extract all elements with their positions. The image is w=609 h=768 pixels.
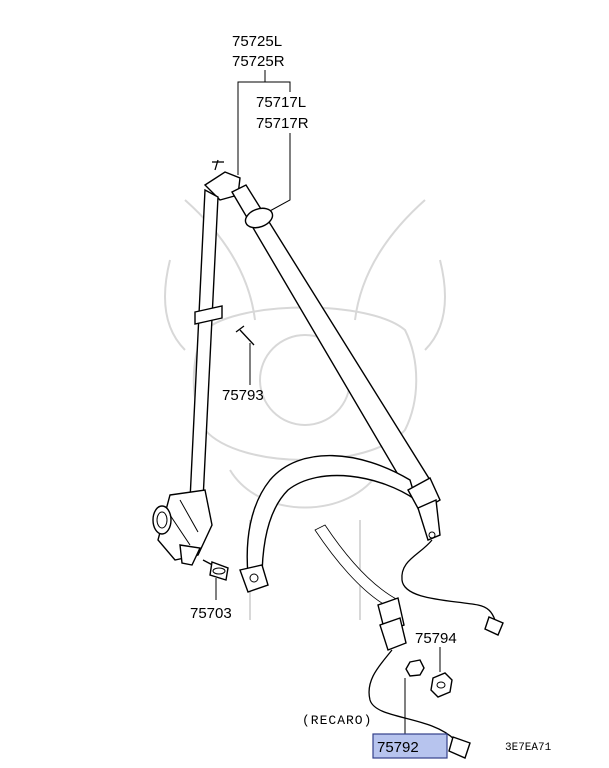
- highlight-75792[interactable]: [372, 733, 448, 759]
- recaro-buckle-body: [379, 617, 407, 651]
- washer: [405, 659, 425, 677]
- nut-75794: [430, 672, 453, 698]
- shoulder-guide: [244, 207, 274, 229]
- webbing-guide-clip: [194, 305, 223, 325]
- buckle-stalk-right: [401, 477, 504, 636]
- leader-75717: [267, 133, 291, 213]
- label-75794: 75794: [415, 630, 457, 647]
- leader-75725-bracket: [237, 81, 291, 175]
- lap-webbing: [246, 454, 418, 581]
- recaro-seat-cushion: [314, 524, 399, 606]
- label-recaro: (RECARO): [302, 713, 372, 728]
- label-75717R: 75717R: [256, 115, 309, 132]
- seat-belt-assembly: [152, 159, 504, 759]
- buckle-connector: [448, 736, 471, 759]
- bolt-75703: [202, 559, 229, 581]
- screw-75793: [235, 325, 255, 346]
- lower-anchor-plate: [239, 564, 269, 593]
- label-75793: 75793: [222, 387, 264, 404]
- shoulder-webbing: [231, 184, 431, 497]
- label-75725R: 75725R: [232, 53, 285, 70]
- vertical-webbing: [189, 188, 219, 501]
- label-75792[interactable]: 75792: [377, 739, 419, 756]
- retractor: [152, 489, 213, 566]
- label-75717L: 75717L: [256, 94, 306, 111]
- diagram-code: 3E7EA71: [505, 742, 552, 754]
- buckle-stalk-recaro: [368, 597, 471, 759]
- label-75725L: 75725L: [232, 33, 282, 50]
- label-75703: 75703: [190, 605, 232, 622]
